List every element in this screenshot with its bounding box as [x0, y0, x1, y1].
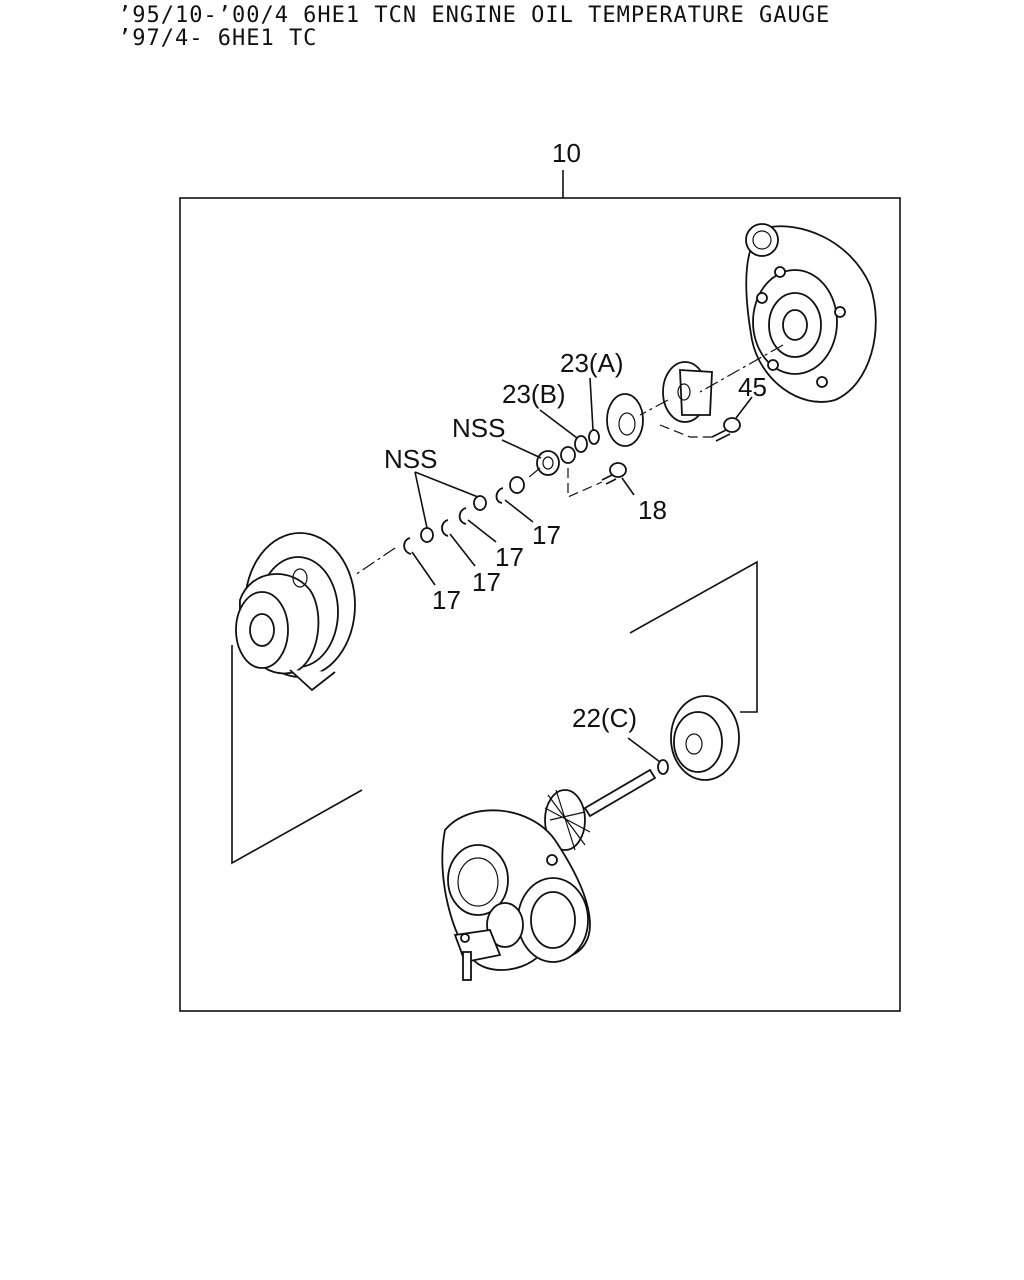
callout-nss-upper: NSS: [452, 413, 505, 443]
sleeve-upper: [509, 476, 525, 494]
callout-ring-17-b: 17: [495, 542, 524, 572]
snap-ring-mid: [458, 507, 467, 525]
callout-leaders: [411, 377, 753, 763]
snap-ring-lower: [441, 519, 449, 537]
callout-ring-17-c: 17: [472, 567, 501, 597]
callout-o-ring-22c: 22(C): [572, 703, 637, 733]
compressor-wheel: [662, 361, 713, 423]
bolt-18-leader-line: [567, 468, 603, 498]
bearing-housing: [235, 532, 356, 692]
seal-plate: [606, 393, 644, 447]
turbine-shaft-wheel: [544, 768, 657, 851]
o-ring-23a: [588, 429, 600, 445]
bearing-lower: [420, 527, 434, 543]
o-ring-23b: [574, 435, 588, 453]
heat-shield: [670, 695, 740, 781]
thrust-bearing: [536, 450, 560, 476]
callout-assembly: 10: [552, 138, 581, 168]
o-ring-22c: [657, 759, 669, 775]
axis-line-upper: [354, 344, 784, 576]
callout-o-ring-23a: 23(A): [560, 348, 624, 378]
snap-ring-bottom: [403, 537, 412, 555]
callout-ring-17-d: 17: [432, 585, 461, 615]
callout-bolt-45: 45: [738, 372, 767, 402]
diagram-header: ’95/10-’00/4 6HE1 TCN ENGINE OIL TEMPERA…: [118, 4, 830, 50]
group-line-right: [629, 560, 758, 713]
callout-nss-lower: NSS: [384, 444, 437, 474]
group-line-left: [231, 645, 363, 865]
snap-ring-upper: [495, 487, 504, 504]
bolt-18: [601, 462, 627, 485]
callout-ring-17-a: 17: [532, 520, 561, 550]
header-line-1: ’95/10-’00/4 6HE1 TCN ENGINE OIL TEMPERA…: [118, 3, 831, 28]
bearing-upper: [473, 495, 487, 511]
bushing-upper: [560, 446, 576, 464]
bolt-45-leader-line: [659, 424, 712, 438]
compressor-housing: [745, 223, 877, 403]
turbine-housing: [441, 809, 591, 981]
bolt-45: [711, 417, 741, 442]
callout-bolt-18: 18: [638, 495, 667, 525]
callout-o-ring-23b: 23(B): [502, 379, 566, 409]
header-line-2: ’97/4- 6HE1 TC: [118, 26, 318, 51]
assembly-frame: [179, 197, 901, 1012]
thrust-bearing-bore: [542, 456, 554, 470]
